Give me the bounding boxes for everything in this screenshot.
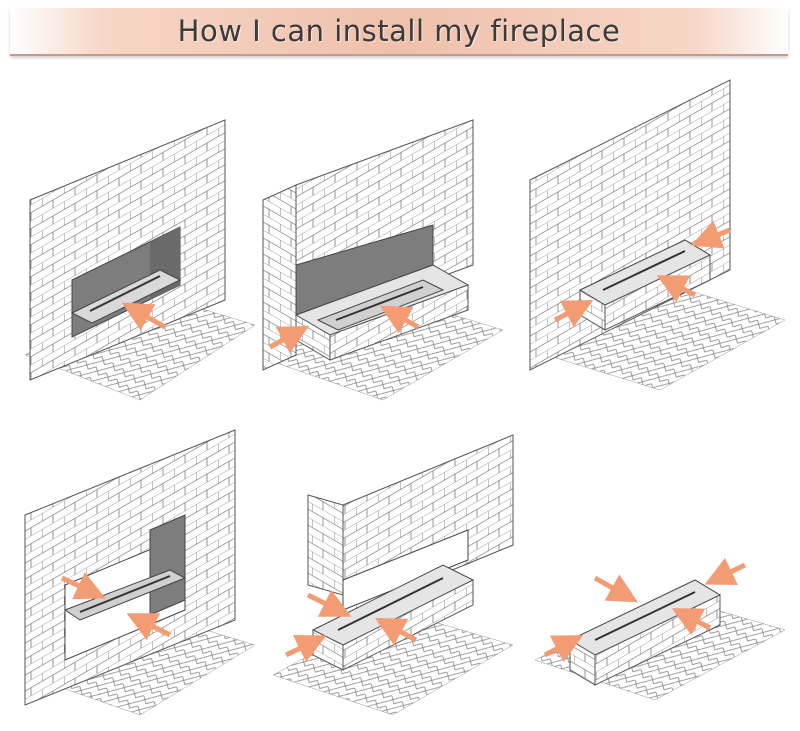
arrow-top-left (593, 574, 639, 603)
panel-freestanding-box (530, 550, 790, 720)
side-wall (307, 494, 344, 596)
panel-double-sided-wall-recess (20, 429, 260, 720)
burner-slot (602, 250, 686, 291)
diagram-double-sided-with-base (272, 434, 514, 716)
arrow-left (553, 300, 594, 328)
burner-slot (335, 286, 424, 321)
arrow-left (268, 325, 310, 354)
arrow-top (60, 572, 106, 600)
burner-tray (70, 269, 182, 324)
arrow-left (543, 635, 584, 663)
side-wall (262, 184, 297, 371)
arrow-top (306, 589, 352, 617)
arrow-bottom (126, 613, 172, 641)
arrow-top-right (704, 557, 747, 586)
arrow-right (656, 275, 697, 303)
arrow-top-right (691, 220, 731, 249)
panel-recessed-in-wall (20, 115, 260, 405)
title-banner: How I can install my fireplace (10, 8, 788, 56)
arrow-left (284, 634, 327, 663)
burner-slot (594, 591, 696, 641)
panel-freestanding-on-floor (525, 75, 790, 395)
arrow-right (379, 305, 420, 334)
diagram-freestanding-on-floor (529, 79, 786, 391)
arrow-right (374, 617, 418, 646)
burner-slot (89, 275, 161, 312)
burner-tray (316, 279, 445, 331)
burner-slot (337, 577, 444, 631)
panel-corner-recess-with-base (258, 115, 508, 405)
arrow (121, 302, 167, 331)
diagram-recessed-in-wall (24, 119, 256, 401)
burner-slot (79, 575, 171, 613)
diagram-freestanding-box (534, 557, 786, 701)
diagram-corner-recess-with-base (262, 119, 504, 401)
opening-side (149, 514, 186, 616)
diagram-double-sided-wall-recess (24, 429, 256, 716)
page-title: How I can install my fireplace (177, 14, 621, 48)
panel-double-sided-with-base (268, 430, 518, 720)
arrow-right (671, 608, 712, 636)
